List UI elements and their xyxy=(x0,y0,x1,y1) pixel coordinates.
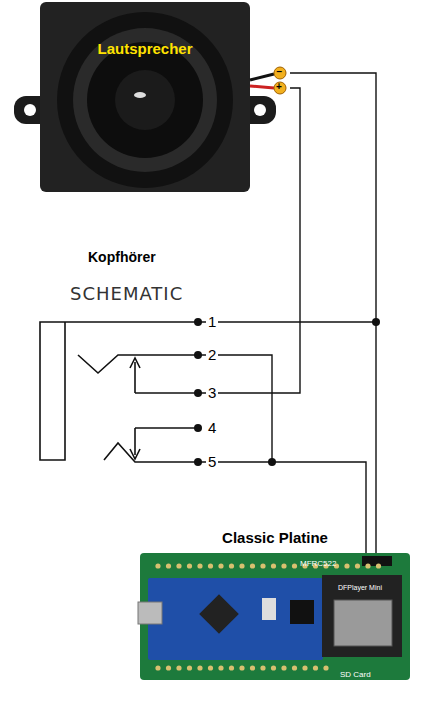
board-heading: Classic Platine xyxy=(140,529,410,546)
pin-dots xyxy=(194,318,380,466)
jack-heading: Kopfhörer xyxy=(88,250,156,264)
pcb-illustration xyxy=(138,553,410,680)
pin-number: 5 xyxy=(206,454,218,469)
speaker-label: Lautsprecher xyxy=(40,40,250,57)
pin-number: 4 xyxy=(206,420,218,435)
jack-symbol xyxy=(40,322,198,462)
part-name: MFRC522 xyxy=(300,560,336,568)
speaker: Lautsprecher xyxy=(40,2,290,192)
board: Classic Platine xyxy=(140,553,410,680)
terminal-sign: + xyxy=(276,82,282,92)
speaker-illustration xyxy=(14,2,286,192)
schematic-title: SCHEMATIC xyxy=(70,285,183,303)
pin-number: 2 xyxy=(206,347,218,362)
pin-number: 1 xyxy=(206,314,218,329)
part-name: SD Card xyxy=(340,671,371,679)
part-name: DFPlayer Mini xyxy=(338,584,382,591)
wire-connector xyxy=(290,73,376,553)
terminal-sign: − xyxy=(277,67,283,77)
pin-number: 3 xyxy=(206,385,218,400)
wires xyxy=(198,88,376,553)
